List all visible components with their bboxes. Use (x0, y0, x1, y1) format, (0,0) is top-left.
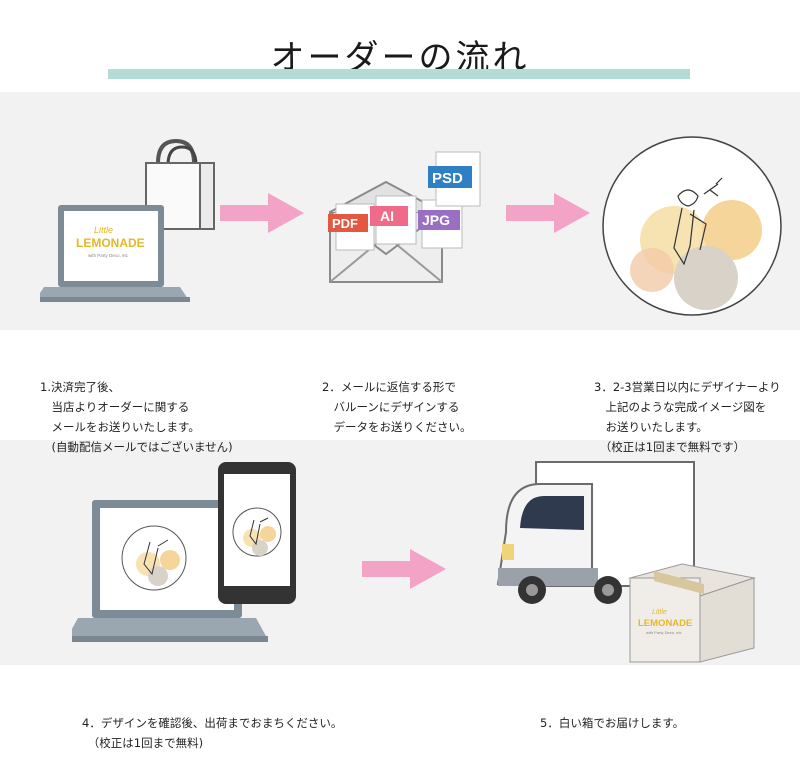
envelope-files-illustration: PDF AI JPG PSD (328, 151, 481, 283)
box-icon (628, 563, 756, 663)
laptop-bag-illustration: Little LEMONADE with Party Deco, etc (40, 138, 215, 302)
truck-box-illustration: Little LEMONADE with Party Deco, etc (496, 461, 756, 663)
step-2-caption: 2．メールに返信する形で バルーンにデザインする データをお送りください。 (322, 380, 472, 434)
box-brand-small: Little (652, 609, 667, 616)
figure-sketch-icon (673, 177, 723, 266)
laptop-preview-circle (121, 525, 187, 591)
arrow-3 (362, 549, 446, 589)
svg-text:AI: AI (380, 208, 394, 224)
brand-tagline-text: with Party Deco, etc (88, 253, 129, 258)
jpg-file-icon: JPG (418, 199, 463, 249)
laptop-icon (40, 205, 190, 302)
arrow-2 (506, 193, 590, 233)
step-4-caption: 4．デザインを確認後、出荷までおまちください。 （校正は1回まで無料) (82, 716, 343, 750)
ai-file-icon: AI (370, 195, 417, 245)
pdf-file-icon: PDF (328, 203, 375, 251)
svg-text:JPG: JPG (422, 212, 450, 228)
smartphone-icon (218, 462, 296, 604)
arrow-1 (220, 193, 304, 233)
brand-small-text: Little (94, 225, 113, 235)
svg-text:PDF: PDF (332, 216, 358, 231)
step-3-caption: 3．2-3営業日以内にデザイナーより 上記のような完成イメージ図を お送りいたし… (594, 380, 781, 454)
step-1-caption: 1.決済完了後、 当店よりオーダーに関する メールをお送りいたします。 (自動配… (40, 380, 233, 454)
psd-file-icon: PSD (428, 151, 481, 207)
svg-text:PSD: PSD (432, 170, 463, 187)
truck-icon (496, 461, 695, 604)
design-preview-illustration (602, 136, 782, 316)
brand-big-text: LEMONADE (76, 236, 145, 250)
box-brand-tagline: with Party Deco, etc (646, 630, 682, 635)
title-underline (108, 69, 690, 79)
box-brand-big: LEMONADE (638, 618, 692, 629)
laptop-phone-illustration (72, 462, 296, 642)
step-5-caption: 5．白い箱でお届けします。 (540, 716, 685, 730)
